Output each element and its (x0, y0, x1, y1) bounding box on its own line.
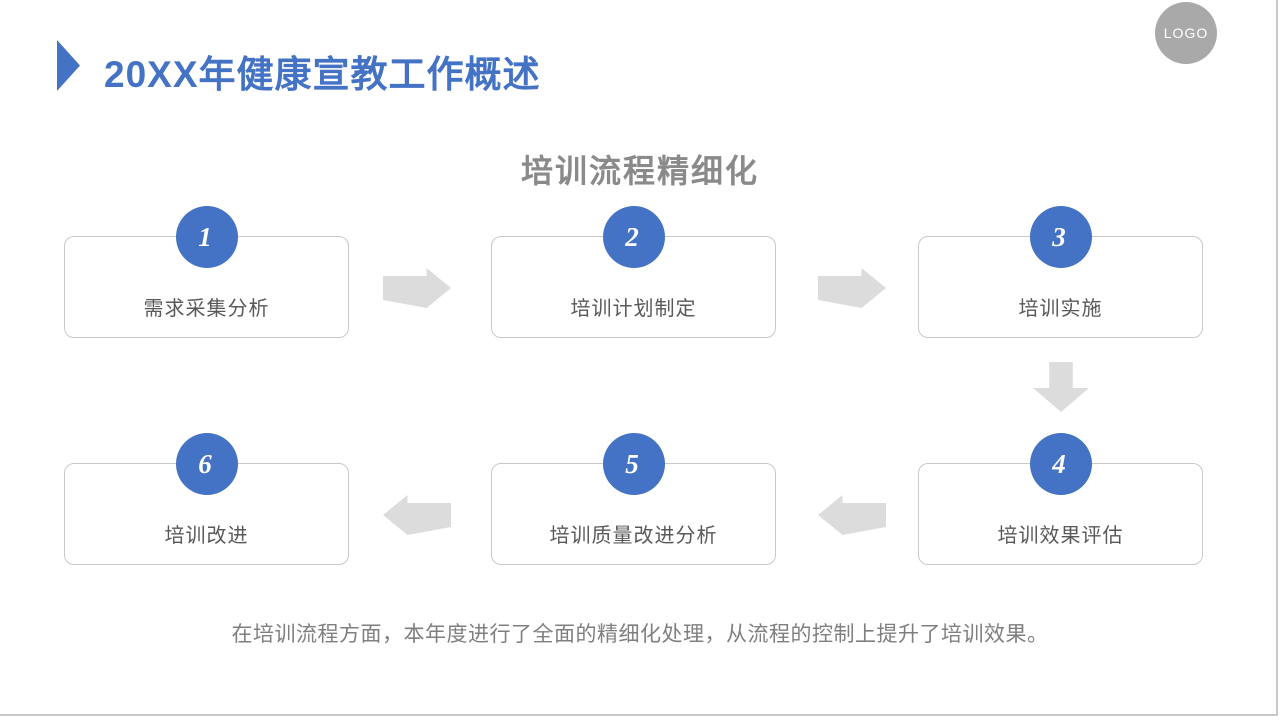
logo-badge: LOGO (1155, 2, 1217, 64)
title-triangle-icon (57, 40, 80, 91)
arrow-right-icon (383, 268, 451, 308)
arrow-left-icon (383, 495, 451, 535)
step-label: 需求采集分析 (143, 298, 270, 320)
step-number: 1 (198, 221, 212, 252)
step-label: 培训实施 (1018, 298, 1103, 320)
step-number: 6 (198, 448, 212, 479)
section-heading: 培训流程精细化 (520, 153, 759, 189)
step-label: 培训效果评估 (997, 525, 1124, 547)
step-number-badge: 4 (1029, 433, 1092, 495)
step-number-badge: 2 (602, 206, 665, 268)
flow-step-6: 6 培训改进 (64, 433, 349, 565)
step-number-badge: 3 (1029, 206, 1092, 268)
logo-text: LOGO (1163, 25, 1209, 41)
arrow-left-icon (818, 495, 886, 535)
step-number-badge: 6 (175, 433, 238, 495)
step-number: 2 (625, 221, 639, 252)
step-label: 培训质量改进分析 (549, 525, 718, 547)
step-number: 4 (1052, 448, 1066, 479)
slide-caption: 在培训流程方面，本年度进行了全面的精细化处理，从流程的控制上提升了培训效果。 (231, 623, 1049, 646)
arrow-down-icon (1033, 362, 1089, 412)
flow-step-5: 5 培训质量改进分析 (491, 433, 776, 565)
slide-title: 20XX年健康宣教工作概述 (104, 54, 541, 95)
step-number: 5 (625, 448, 639, 479)
slide-edge-bottom (0, 714, 1278, 716)
flow-step-4: 4 培训效果评估 (918, 433, 1203, 565)
step-number-badge: 5 (602, 433, 665, 495)
step-number-badge: 1 (175, 206, 238, 268)
slide-edge-right (1276, 0, 1278, 716)
step-number: 3 (1052, 221, 1066, 252)
flow-step-1: 1 需求采集分析 (64, 206, 349, 338)
flow-step-3: 3 培训实施 (918, 206, 1203, 338)
step-label: 培训计划制定 (570, 298, 697, 320)
flow-step-2: 2 培训计划制定 (491, 206, 776, 338)
arrow-right-icon (818, 268, 886, 308)
step-label: 培训改进 (164, 525, 249, 547)
